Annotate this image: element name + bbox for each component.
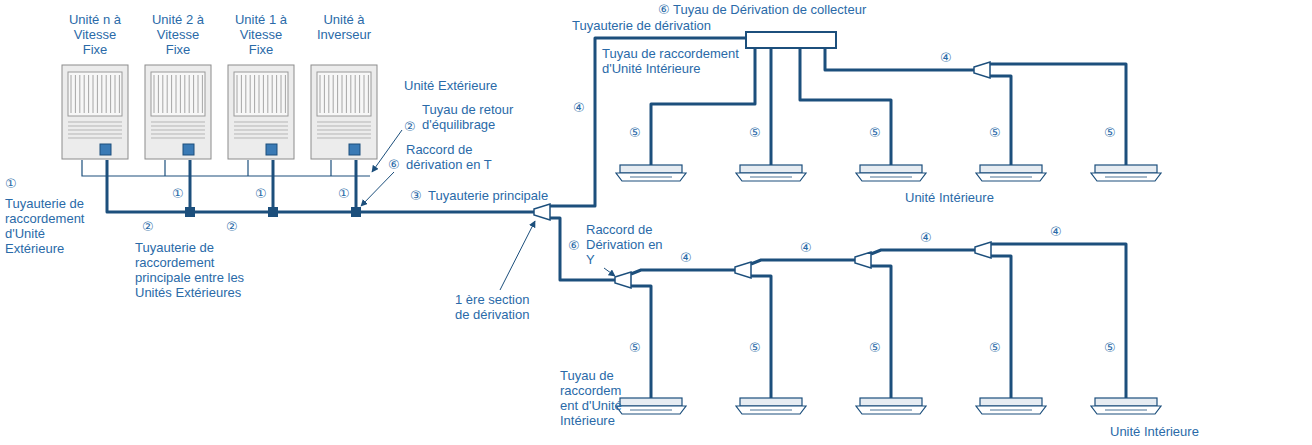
callout-number: ④ — [940, 50, 952, 65]
callout-number: ① — [172, 186, 184, 201]
y-branch-joint — [615, 272, 631, 288]
outdoor-unit-body — [310, 64, 378, 160]
y-branch-joint — [855, 252, 871, 268]
callout-number: ⑤ — [629, 125, 641, 140]
balancing-pipe — [82, 160, 370, 176]
callout-number: ④ — [573, 100, 585, 115]
callout-number: ⑤ — [869, 125, 881, 140]
indoor-unit — [736, 398, 806, 414]
callout-number: ⑤ — [869, 340, 881, 355]
outdoor-unit: Unité à Inverseur — [306, 12, 382, 160]
y-branch-joint — [735, 262, 751, 278]
y-branch-joint — [534, 204, 550, 220]
callout-number: ① — [338, 186, 350, 201]
callout-number: ④ — [1050, 224, 1062, 239]
unit-title: Unité n à Vitesse Fixe — [57, 12, 133, 57]
pipe-label: Tuyauterie principale — [428, 188, 548, 203]
refrigerant-pipe — [990, 64, 1126, 165]
pipe-label: Unité Intérieure — [1110, 424, 1199, 439]
callout-number: ⑤ — [749, 340, 761, 355]
pipe-label: Tuyau de raccordement d'Unité Intérieure — [602, 46, 742, 76]
refrigerant-pipe — [631, 270, 735, 274]
indoor-unit — [856, 165, 926, 181]
pipe-label: Tuyauterie de dérivation — [572, 18, 711, 33]
outdoor-unit-body — [227, 64, 295, 160]
t-branch-joint — [185, 207, 195, 217]
balancing-pipe — [247, 160, 248, 176]
refrigerant-pipe — [355, 160, 358, 212]
outdoor-unit: Unité 1 à Vitesse Fixe — [223, 12, 299, 160]
indoor-unit — [1091, 165, 1161, 181]
collector-header-box — [745, 31, 837, 49]
collector-title: ⑥ Tuyau de Dérivation de collecteur — [658, 2, 866, 17]
collector-header: ⑥ Tuyau de Dérivation de collecteur — [658, 2, 866, 17]
pipe-label: 1 ère section de dérivation — [455, 292, 545, 322]
callout-number: ⑥ — [388, 157, 400, 172]
indoor-unit — [976, 398, 1046, 414]
pipe-label: Tuyauterie de raccordement d'Unité Extér… — [5, 196, 100, 256]
callout-number: ⑤ — [629, 340, 641, 355]
refrigerant-pipe — [189, 160, 192, 212]
balancing-pipe — [330, 160, 331, 176]
refrigerant-pipe — [770, 45, 773, 165]
callout-number: ② — [226, 219, 238, 234]
pipe-label: Raccord de dérivation en T — [406, 142, 516, 172]
callout-number: ① — [255, 186, 267, 201]
leader-line — [604, 268, 615, 276]
refrigerant-pipe — [550, 38, 745, 206]
indoor-unit — [1091, 398, 1161, 414]
refrigerant-pipe — [991, 244, 1126, 398]
indoor-unit — [616, 165, 686, 181]
outdoor-unit-body — [144, 64, 212, 160]
indoor-unit — [616, 398, 686, 414]
callout-number: ③ — [410, 188, 422, 203]
unit-title: Unité 2 à Vitesse Fixe — [140, 12, 216, 57]
indoor-unit — [736, 165, 806, 181]
refrigerant-pipe — [800, 45, 891, 165]
callout-number: ⑤ — [1104, 125, 1116, 140]
callout-number: ⑤ — [749, 125, 761, 140]
pipe-label: Tuyau de retour d'équilibrage — [422, 102, 532, 132]
y-branch-joint — [974, 62, 990, 78]
callout-number: ④ — [920, 230, 932, 245]
unit-title: Unité à Inverseur — [306, 12, 382, 42]
pipe-label: Raccord de Dérivation en Y — [586, 222, 666, 267]
unit-title: Unité 1 à Vitesse Fixe — [223, 12, 299, 57]
refrigerant-pipe — [751, 260, 855, 264]
callout-number: ① — [5, 176, 17, 191]
callout-number: ⑤ — [989, 125, 1001, 140]
refrigerant-pipe — [825, 45, 974, 70]
indoor-unit — [976, 165, 1046, 181]
pipe-label: Unité Extérieure — [404, 78, 497, 93]
callout-number: ④ — [800, 240, 812, 255]
refrigerant-pipe — [871, 266, 891, 398]
refrigerant-pipe — [990, 76, 1011, 165]
refrigerant-pipe — [751, 276, 771, 398]
refrigerant-pipe — [272, 160, 275, 212]
y-branch-joint — [975, 242, 991, 258]
outdoor-unit: Unité n à Vitesse Fixe — [57, 12, 133, 160]
outdoor-unit: Unité 2 à Vitesse Fixe — [140, 12, 216, 160]
balancing-pipe — [164, 160, 165, 176]
callout-number: ④ — [680, 250, 692, 265]
outdoor-unit-body — [61, 64, 129, 160]
indoor-unit — [856, 398, 926, 414]
pipe-label: Tuyau de raccordem ent d'Unité Intérieur… — [560, 368, 632, 428]
t-branch-joint — [268, 207, 278, 217]
callout-number: ⑤ — [989, 340, 1001, 355]
t-branch-joint — [351, 207, 361, 217]
leader-line — [500, 221, 535, 290]
pipe-label: Tuyauterie de raccordement principale en… — [135, 240, 270, 300]
callout-number: ② — [142, 219, 154, 234]
callout-number: ⑥ — [568, 238, 580, 253]
callout-number: ② — [404, 119, 416, 134]
callout-number: ⑤ — [1104, 340, 1116, 355]
pipe-label: Unité Intérieure — [905, 190, 994, 205]
leader-line — [361, 172, 394, 206]
refrigerant-pipe — [871, 250, 975, 254]
refrigerant-pipe — [991, 256, 1011, 398]
